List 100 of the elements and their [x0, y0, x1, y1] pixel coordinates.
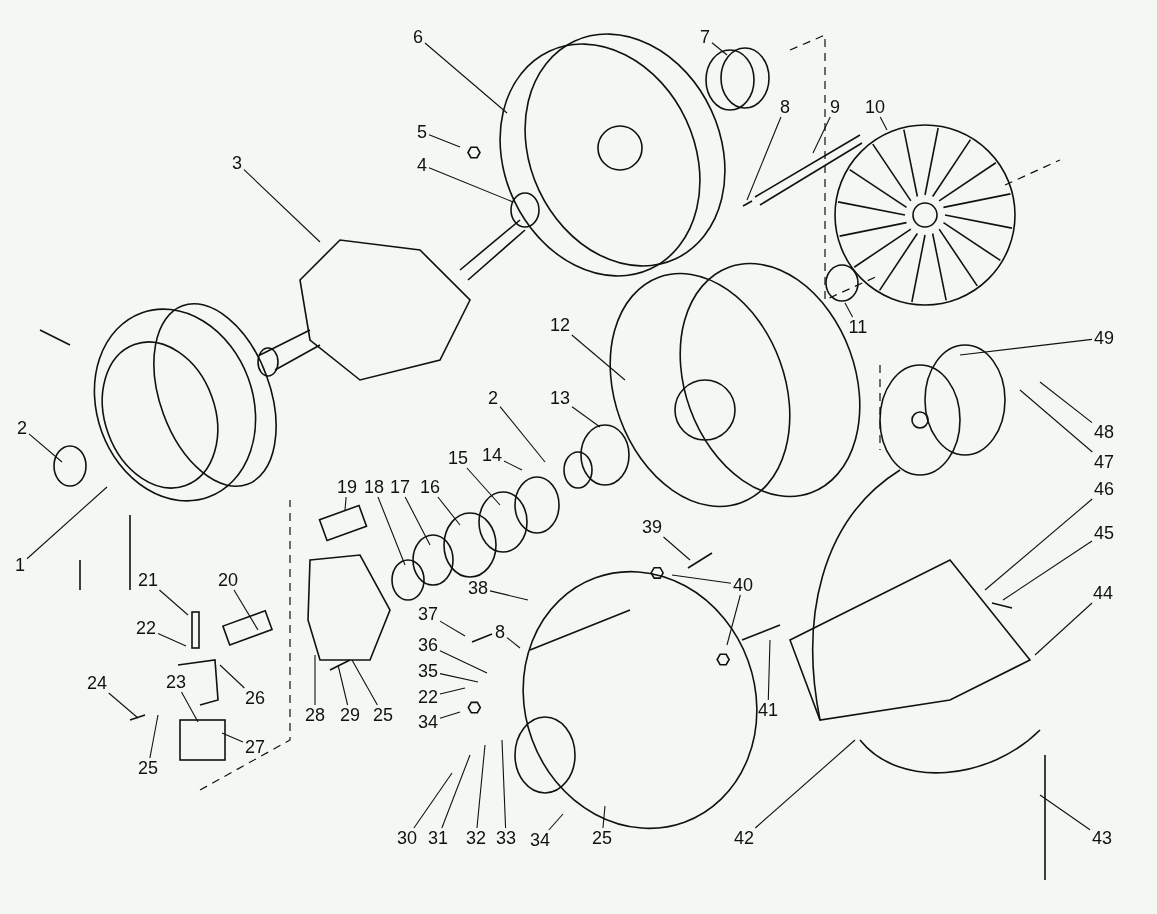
callout-number: 8	[495, 622, 505, 642]
leader-line	[466, 467, 501, 506]
callout-number: 36	[418, 635, 439, 655]
leader-line	[428, 167, 514, 203]
leader-line	[439, 711, 461, 719]
callout-number: 3	[232, 153, 242, 173]
callout-number: 22	[136, 618, 157, 638]
callout-number: 22	[418, 687, 439, 707]
callout-number: 21	[138, 570, 159, 590]
callout-number: 35	[418, 661, 439, 681]
leader-line	[726, 594, 741, 646]
leader-line	[571, 334, 626, 381]
callout-number: 25	[592, 828, 613, 848]
leader-line	[26, 486, 108, 560]
leader-line	[404, 496, 431, 546]
callout-number: 39	[642, 517, 663, 537]
callout-number: 10	[865, 97, 886, 117]
callout-number: 31	[428, 828, 449, 848]
callout-number: 37	[418, 604, 439, 624]
leader-line	[439, 687, 466, 695]
leader-line	[844, 302, 854, 318]
leader-line	[506, 637, 521, 649]
leader-line	[233, 589, 259, 631]
callout-number: 26	[245, 688, 266, 708]
leader-line	[149, 714, 159, 759]
leader-line	[221, 732, 244, 743]
leader-line	[476, 744, 486, 829]
leader-line	[428, 134, 461, 148]
leader-line	[602, 805, 606, 829]
leader-line	[767, 639, 771, 701]
callout-number: 2	[17, 418, 27, 438]
callout-number: 45	[1094, 523, 1115, 543]
leader-line	[754, 739, 856, 829]
leader-line	[344, 496, 347, 511]
callout-number: 34	[418, 712, 439, 732]
callout-number: 8	[780, 97, 790, 117]
leader-line	[1039, 381, 1093, 424]
leader-line	[377, 496, 406, 566]
leader-line	[711, 42, 728, 56]
callout-number: 5	[417, 122, 427, 142]
leader-line	[243, 169, 321, 243]
leader-line	[441, 754, 471, 829]
leader-line	[984, 498, 1093, 591]
leader-line	[548, 813, 564, 831]
leader-line	[812, 116, 831, 154]
leader-line	[503, 460, 523, 471]
callout-number: 41	[758, 700, 779, 720]
callout-number: 42	[734, 828, 755, 848]
leader-line	[28, 433, 63, 463]
leader-line	[746, 116, 782, 201]
leader-line	[1039, 794, 1091, 831]
leader-line	[1019, 389, 1093, 453]
leader-line	[219, 664, 245, 689]
leader-line	[180, 691, 199, 723]
callout-number: 34	[530, 830, 551, 850]
callout-number: 16	[420, 477, 441, 497]
callout-number: 13	[550, 388, 571, 408]
callout-number: 43	[1092, 828, 1113, 848]
leader-line	[501, 739, 507, 829]
leader-line	[437, 496, 461, 526]
callout-number: 19	[337, 477, 358, 497]
callout-number: 32	[466, 828, 487, 848]
callout-number: 14	[482, 445, 503, 465]
leader-line	[351, 659, 378, 706]
callout-number: 25	[373, 705, 394, 725]
leader-line	[439, 673, 479, 683]
callout-number: 15	[448, 448, 469, 468]
callout-number: 25	[138, 758, 159, 778]
callout-number: 28	[305, 705, 326, 725]
callout-number: 4	[417, 155, 427, 175]
callout-number: 44	[1093, 583, 1114, 603]
callout-number: 30	[397, 828, 418, 848]
leader-line	[439, 650, 488, 674]
leader-line	[662, 536, 691, 561]
leader-line	[337, 664, 349, 706]
callout-number: 2	[488, 388, 498, 408]
leader-line	[413, 772, 453, 829]
leader-line	[1034, 602, 1093, 656]
callout-number: 18	[364, 477, 385, 497]
leader-line	[157, 632, 187, 647]
leader-line	[439, 620, 466, 637]
callout-number: 11	[848, 317, 868, 337]
callout-number: 38	[468, 578, 489, 598]
leader-line	[1002, 540, 1093, 601]
callout-number: 46	[1094, 479, 1115, 499]
callout-number: 17	[390, 477, 411, 497]
leader-line	[499, 406, 546, 463]
callout-number: 12	[550, 315, 571, 335]
callout-number: 49	[1094, 328, 1115, 348]
callout-number: 29	[340, 705, 361, 725]
callout-number: 40	[733, 575, 754, 595]
callout-number: 7	[700, 27, 710, 47]
callout-number: 48	[1094, 422, 1115, 442]
callout-number: 23	[166, 672, 187, 692]
callout-number: 33	[496, 828, 517, 848]
leader-line	[158, 589, 189, 616]
leader-line	[314, 654, 316, 706]
callout-number: 27	[245, 737, 266, 757]
leader-line	[671, 574, 732, 584]
leader-line	[959, 338, 1093, 356]
